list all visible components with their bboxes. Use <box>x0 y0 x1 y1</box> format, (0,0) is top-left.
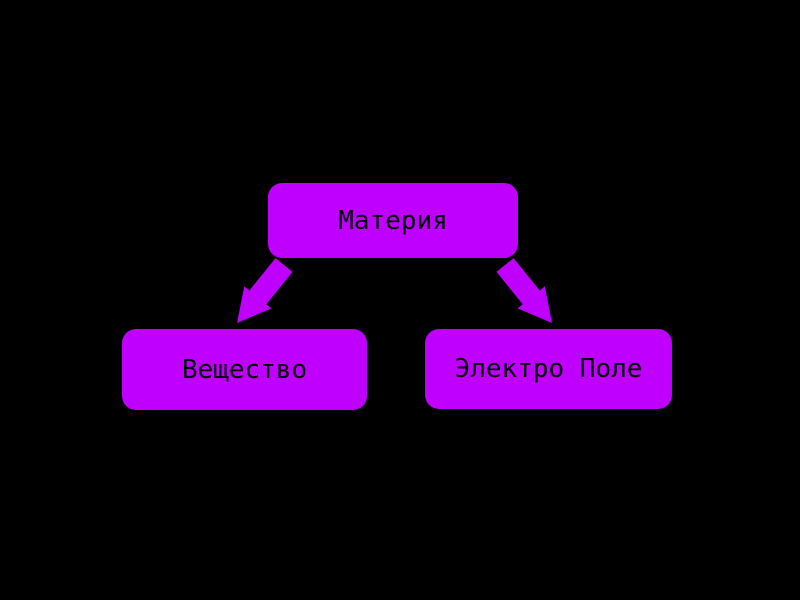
node-materia-label: Материя <box>338 205 448 236</box>
arrow-root-to-right-icon <box>496 258 552 323</box>
node-materia: Материя <box>268 183 518 258</box>
node-elektro-pole-label: Электро Поле <box>454 354 643 384</box>
node-elektro-pole: Электро Поле <box>425 329 672 409</box>
node-veshchestvo: Вещество <box>122 329 367 410</box>
node-veshchestvo-label: Вещество <box>181 354 308 385</box>
arrow-root-to-left-icon <box>237 258 293 323</box>
